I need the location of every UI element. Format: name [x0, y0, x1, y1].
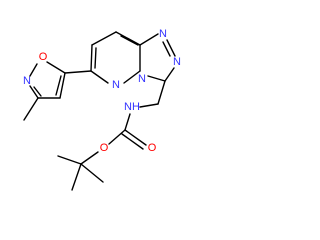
- atom-label-triazole-n: N: [173, 56, 181, 68]
- bond: [124, 129, 147, 146]
- bond: [33, 86, 42, 97]
- bond: [64, 70, 92, 74]
- bond: [71, 163, 82, 191]
- bond: [23, 97, 39, 121]
- bond: [120, 35, 139, 46]
- atom-label-ester-o: O: [100, 142, 109, 154]
- bond: [46, 61, 66, 74]
- bond: [124, 113, 131, 131]
- bond: [123, 70, 141, 84]
- bond: [147, 75, 166, 82]
- atom-label-bridge-n: N: [138, 73, 146, 85]
- bond: [162, 41, 171, 57]
- atom-label-isoxazole-n: N: [23, 75, 31, 87]
- bond: [139, 103, 159, 108]
- bond: [90, 44, 93, 72]
- bond: [108, 129, 126, 145]
- bond: [94, 47, 97, 69]
- bond: [91, 31, 117, 46]
- bond: [57, 155, 82, 165]
- bond: [29, 63, 38, 77]
- atom-label-pyridazine-n: N: [112, 79, 120, 91]
- molecule-structure: N N N N O N NH O O: [23, 28, 181, 191]
- bond: [59, 72, 66, 99]
- bond: [90, 70, 109, 84]
- bond: [139, 33, 159, 46]
- atom-label-nh: NH: [124, 101, 140, 113]
- atom-label-isoxazole-o: O: [39, 51, 48, 63]
- bond: [55, 75, 62, 96]
- bond: [29, 85, 39, 99]
- bond: [157, 80, 166, 105]
- bond: [115, 31, 141, 46]
- bond: [164, 67, 175, 82]
- bond: [80, 163, 104, 183]
- bond: [80, 151, 99, 165]
- bond: [166, 39, 176, 57]
- bond-layer: [23, 31, 176, 191]
- atom-label-triazole-n: N: [159, 28, 167, 40]
- bond: [121, 133, 144, 150]
- atom-label-carbonyl-o: O: [148, 142, 157, 154]
- atom-label-layer: N N N N O N NH O O: [23, 28, 181, 154]
